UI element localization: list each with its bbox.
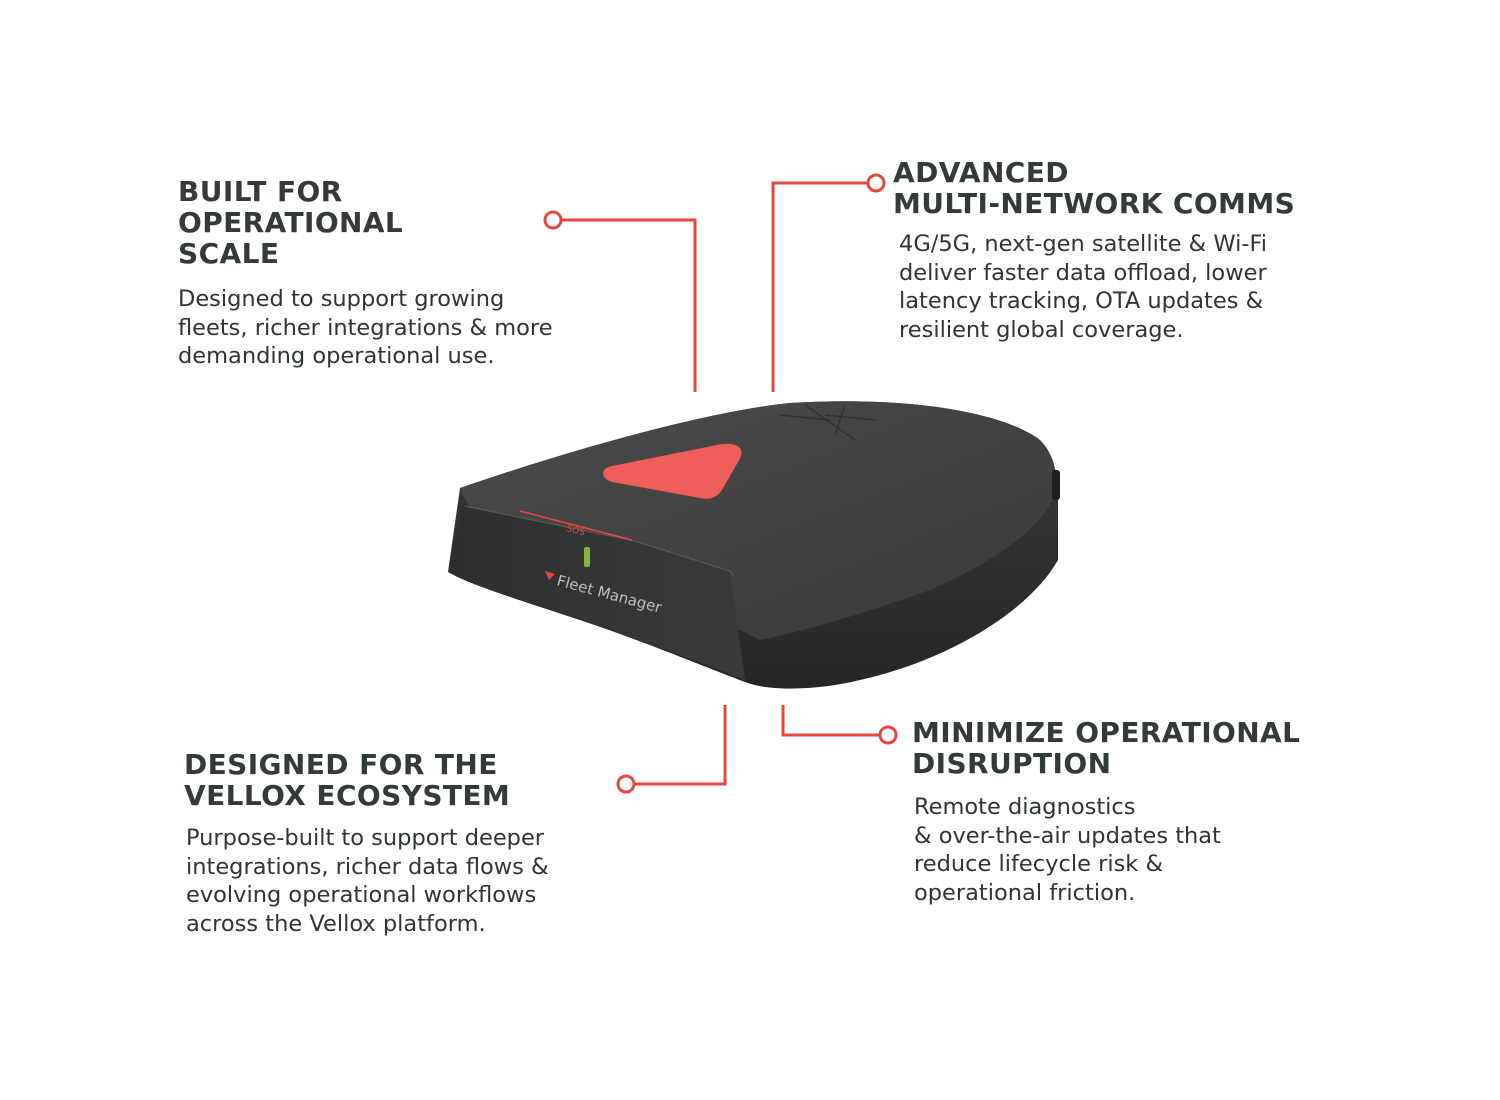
antenna-mark-icon bbox=[779, 404, 876, 441]
connector-comms bbox=[771, 173, 886, 392]
sos-line bbox=[519, 510, 633, 541]
side-connector bbox=[1052, 470, 1060, 500]
feature-callout-disruption: MINIMIZE OPERATIONAL DISRUPTION Remote d… bbox=[912, 717, 1300, 907]
feature-description: 4G/5G, next-gen satellite & Wi-Fi delive… bbox=[899, 231, 1268, 343]
status-led bbox=[584, 547, 590, 567]
feature-title: DESIGNED FOR THE VELLOX ECOSYSTEM bbox=[184, 748, 511, 812]
feature-description: Designed to support growing fleets, rich… bbox=[178, 286, 553, 369]
feature-callout-comms: ADVANCED MULTI-NETWORK COMMS 4G/5G, next… bbox=[893, 157, 1295, 344]
connector-scale bbox=[543, 210, 697, 392]
feature-title: MINIMIZE OPERATIONAL DISRUPTION bbox=[912, 716, 1301, 780]
brand-logo-icon bbox=[545, 571, 555, 580]
feature-description: Remote diagnostics & over-the-air update… bbox=[914, 794, 1221, 906]
feature-callout-ecosystem: DESIGNED FOR THE VELLOX ECOSYSTEM Purpos… bbox=[184, 749, 549, 938]
sos-button[interactable] bbox=[603, 443, 742, 499]
sos-label: SOS bbox=[565, 524, 586, 538]
feature-title: ADVANCED MULTI-NETWORK COMMS bbox=[893, 156, 1296, 220]
tracker-device: SOS Fleet Manager bbox=[448, 401, 1060, 689]
feature-description: Purpose-built to support deeper integrat… bbox=[186, 825, 549, 937]
connector-ecosystem bbox=[616, 705, 727, 794]
feature-title: BUILT FOR OPERATIONAL SCALE bbox=[178, 175, 404, 270]
connector-disruption bbox=[781, 705, 898, 745]
feature-callout-scale: BUILT FOR OPERATIONAL SCALE Designed to … bbox=[178, 176, 553, 371]
